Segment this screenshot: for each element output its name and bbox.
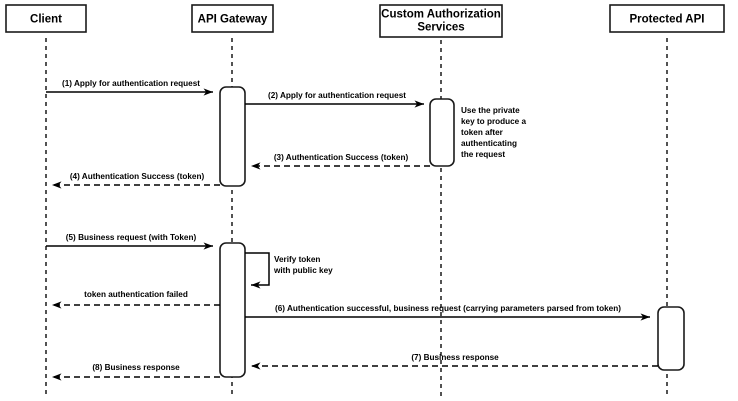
note-private-key-line4: authenticating	[461, 139, 517, 148]
message-2-label: (2) Apply for authentication request	[268, 91, 406, 100]
message-6[interactable]: (6) Authentication successful, business …	[245, 304, 650, 321]
participant-label-client: Client	[30, 14, 62, 26]
participant-label-custom-authorization-services-line2: Services	[417, 22, 464, 34]
participant-protected-api[interactable]: Protected API	[609, 4, 725, 33]
participant-box-api-gateway[interactable]	[191, 4, 274, 33]
self-call-verify-token-line2: with public key	[273, 266, 333, 275]
message-7-label: (7) Business response	[411, 353, 499, 362]
activation-bars-group	[219, 86, 685, 378]
participant-api-gateway[interactable]: API Gateway	[191, 4, 274, 33]
message-5-label: (5) Business request (with Token)	[66, 233, 197, 242]
self-call-verify-token-line1: Verify token	[274, 255, 320, 264]
message-8[interactable]: (8) Business response	[52, 363, 220, 381]
note-private-key: Use the private key to produce a token a…	[461, 106, 527, 159]
participant-box-client[interactable]	[5, 4, 87, 33]
activation-api-gateway-business[interactable]	[219, 242, 246, 378]
note-private-key-line3: token after	[461, 128, 504, 137]
note-private-key-line1: Use the private	[461, 106, 520, 115]
message-5[interactable]: (5) Business request (with Token)	[46, 233, 213, 250]
message-2[interactable]: (2) Apply for authentication request	[245, 91, 424, 108]
message-1[interactable]: (1) Apply for authentication request	[46, 79, 213, 96]
participant-label-protected-api: Protected API	[630, 14, 705, 26]
participant-client[interactable]: Client	[5, 4, 87, 33]
participant-custom-authorization-services[interactable]: Custom Authorization Services	[379, 4, 503, 38]
message-4-label: (4) Authentication Success (token)	[70, 172, 205, 181]
message-3[interactable]: (3) Authentication Success (token)	[251, 153, 430, 170]
participant-box-protected-api[interactable]	[609, 4, 725, 33]
message-3-label: (3) Authentication Success (token)	[274, 153, 409, 162]
message-7[interactable]: (7) Business response	[251, 353, 658, 370]
activation-protected-api[interactable]	[657, 306, 685, 371]
self-call-verify-token[interactable]: Verify token with public key	[245, 252, 333, 289]
message-1-label: (1) Apply for authentication request	[62, 79, 200, 88]
message-token-authentication-failed-label: token authentication failed	[84, 290, 188, 299]
message-token-authentication-failed[interactable]: token authentication failed	[52, 290, 220, 309]
participant-label-custom-authorization-services-line1: Custom Authorization	[381, 9, 501, 21]
participant-box-custom-authorization-services[interactable]	[379, 4, 503, 38]
message-6-label: (6) Authentication successful, business …	[275, 304, 621, 313]
message-4[interactable]: (4) Authentication Success (token)	[52, 172, 220, 189]
activation-api-gateway-auth[interactable]	[219, 86, 246, 187]
activation-custom-authorization-services[interactable]	[429, 98, 455, 167]
note-private-key-line5: the request	[461, 150, 505, 159]
message-8-label: (8) Business response	[92, 363, 180, 372]
note-private-key-line2: key to produce a	[461, 117, 527, 126]
self-call-verify-token-arrow	[245, 252, 270, 289]
participant-label-api-gateway: API Gateway	[198, 14, 268, 26]
